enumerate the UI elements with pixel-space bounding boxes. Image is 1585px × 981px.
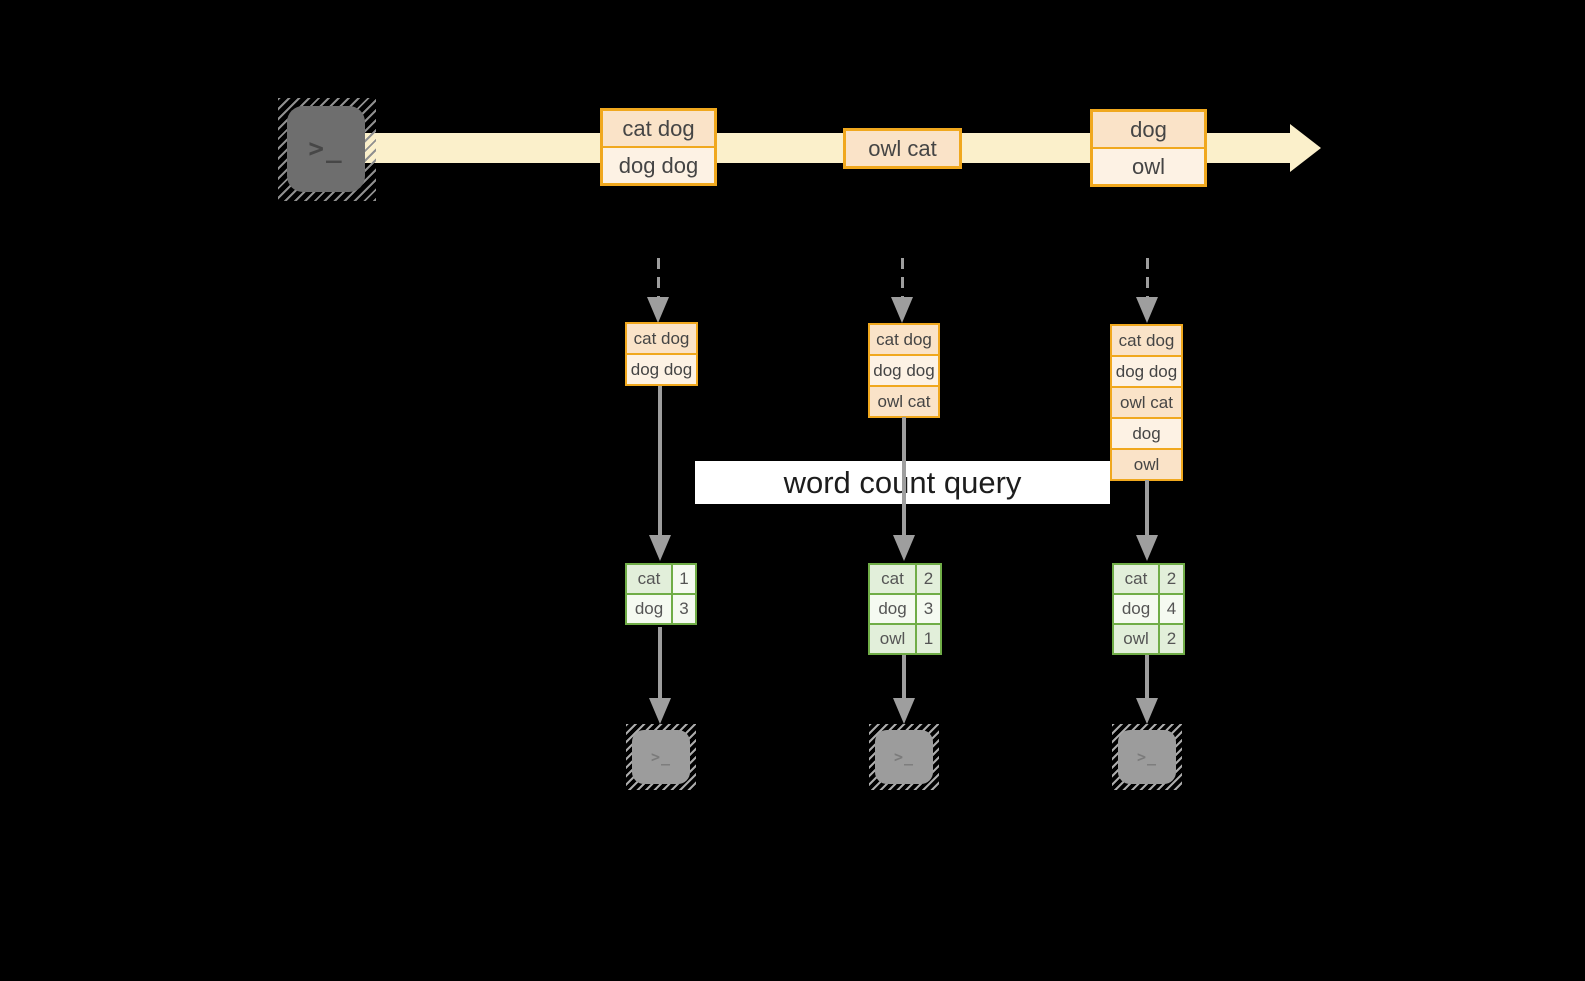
count-word: owl bbox=[870, 625, 915, 653]
stream-event: dog owl bbox=[1090, 109, 1207, 187]
count-table: cat 1 dog 3 bbox=[625, 563, 697, 625]
count-value: 3 bbox=[673, 595, 695, 623]
arrow-line bbox=[658, 627, 662, 699]
dashed-arrow-line bbox=[1146, 258, 1149, 300]
state-buffer: cat dog dog dog owl cat bbox=[868, 323, 940, 418]
count-value: 2 bbox=[1160, 565, 1183, 593]
state-line: dog bbox=[1112, 419, 1181, 448]
state-line: cat dog bbox=[627, 324, 696, 353]
state-line: cat dog bbox=[1112, 326, 1181, 355]
count-word: cat bbox=[1114, 565, 1158, 593]
arrow-line bbox=[1145, 655, 1149, 699]
state-line: dog dog bbox=[627, 355, 696, 384]
count-table: cat 2 dog 3 owl 1 bbox=[868, 563, 942, 655]
arrow-line bbox=[658, 386, 662, 536]
state-buffer: cat dog dog dog owl cat dog owl bbox=[1110, 324, 1183, 481]
count-table: cat 2 dog 4 owl 2 bbox=[1112, 563, 1185, 655]
state-line: owl cat bbox=[870, 387, 938, 416]
event-line: cat dog bbox=[603, 111, 714, 146]
terminal-prompt-glyph: >_ bbox=[308, 134, 344, 164]
count-word: dog bbox=[627, 595, 671, 623]
event-line: owl cat bbox=[846, 131, 959, 166]
count-word: dog bbox=[1114, 595, 1158, 623]
dashed-arrow-line bbox=[657, 258, 660, 300]
sink-terminal-icon: >_ bbox=[626, 724, 696, 790]
count-word: cat bbox=[627, 565, 671, 593]
arrow-head bbox=[649, 535, 671, 561]
sink-terminal-icon: >_ bbox=[1112, 724, 1182, 790]
count-word: dog bbox=[870, 595, 915, 623]
arrow-head bbox=[1136, 698, 1158, 724]
event-line: dog bbox=[1093, 112, 1204, 147]
stream-arrowhead bbox=[1290, 124, 1321, 172]
dashed-arrow-head bbox=[1136, 297, 1158, 323]
count-word: cat bbox=[870, 565, 915, 593]
event-line: dog dog bbox=[603, 148, 714, 183]
state-line: dog dog bbox=[1112, 357, 1181, 386]
terminal-icon: >_ bbox=[287, 106, 365, 192]
arrow-head bbox=[893, 535, 915, 561]
state-line: dog dog bbox=[870, 356, 938, 385]
terminal-prompt-glyph: >_ bbox=[650, 748, 672, 766]
stream-event: cat dog dog dog bbox=[600, 108, 717, 186]
terminal-icon: >_ bbox=[875, 730, 933, 784]
stream-event: owl cat bbox=[843, 128, 962, 169]
count-value: 2 bbox=[1160, 625, 1183, 653]
arrow-head bbox=[649, 698, 671, 724]
arrow-head bbox=[1136, 535, 1158, 561]
sink-terminal-icon: >_ bbox=[869, 724, 939, 790]
count-value: 1 bbox=[673, 565, 695, 593]
count-word: owl bbox=[1114, 625, 1158, 653]
terminal-icon: >_ bbox=[1118, 730, 1176, 784]
terminal-icon: >_ bbox=[632, 730, 690, 784]
arrow-line bbox=[1145, 480, 1149, 536]
state-line: owl cat bbox=[1112, 388, 1181, 417]
terminal-prompt-glyph: >_ bbox=[1136, 748, 1158, 766]
arrow-line bbox=[902, 417, 906, 536]
dashed-arrow-head bbox=[891, 297, 913, 323]
count-value: 4 bbox=[1160, 595, 1183, 623]
state-buffer: cat dog dog dog bbox=[625, 322, 698, 386]
dashed-arrow-line bbox=[901, 258, 904, 300]
event-line: owl bbox=[1093, 149, 1204, 184]
count-value: 1 bbox=[917, 625, 940, 653]
state-line: cat dog bbox=[870, 325, 938, 354]
source-terminal-icon: >_ bbox=[278, 98, 376, 201]
state-line: owl bbox=[1112, 450, 1181, 479]
count-value: 3 bbox=[917, 595, 940, 623]
count-value: 2 bbox=[917, 565, 940, 593]
dashed-arrow-head bbox=[647, 297, 669, 323]
terminal-prompt-glyph: >_ bbox=[893, 748, 915, 766]
arrow-line bbox=[902, 655, 906, 699]
arrow-head bbox=[893, 698, 915, 724]
